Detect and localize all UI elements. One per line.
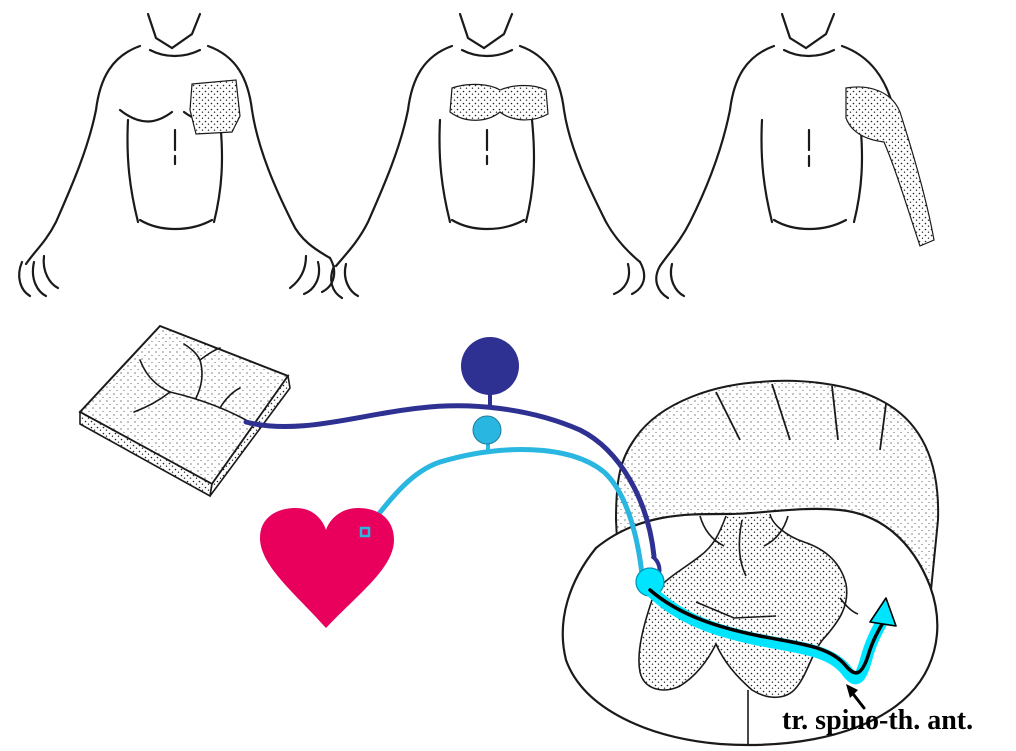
spinal-cord-section xyxy=(563,381,938,745)
torso-figure-1 xyxy=(19,14,334,296)
visceral-ganglion-cell xyxy=(473,416,501,444)
somatic-ganglion-cell xyxy=(461,337,519,395)
tract-label: tr. spino-th. ant. xyxy=(782,705,973,737)
stipple-patch-chest xyxy=(190,80,240,134)
stipple-band-chest xyxy=(450,84,548,120)
torso-figure-2 xyxy=(331,14,644,298)
skin-block-icon xyxy=(80,326,290,496)
heart-icon xyxy=(260,508,394,628)
stipple-region-arm xyxy=(846,87,934,246)
